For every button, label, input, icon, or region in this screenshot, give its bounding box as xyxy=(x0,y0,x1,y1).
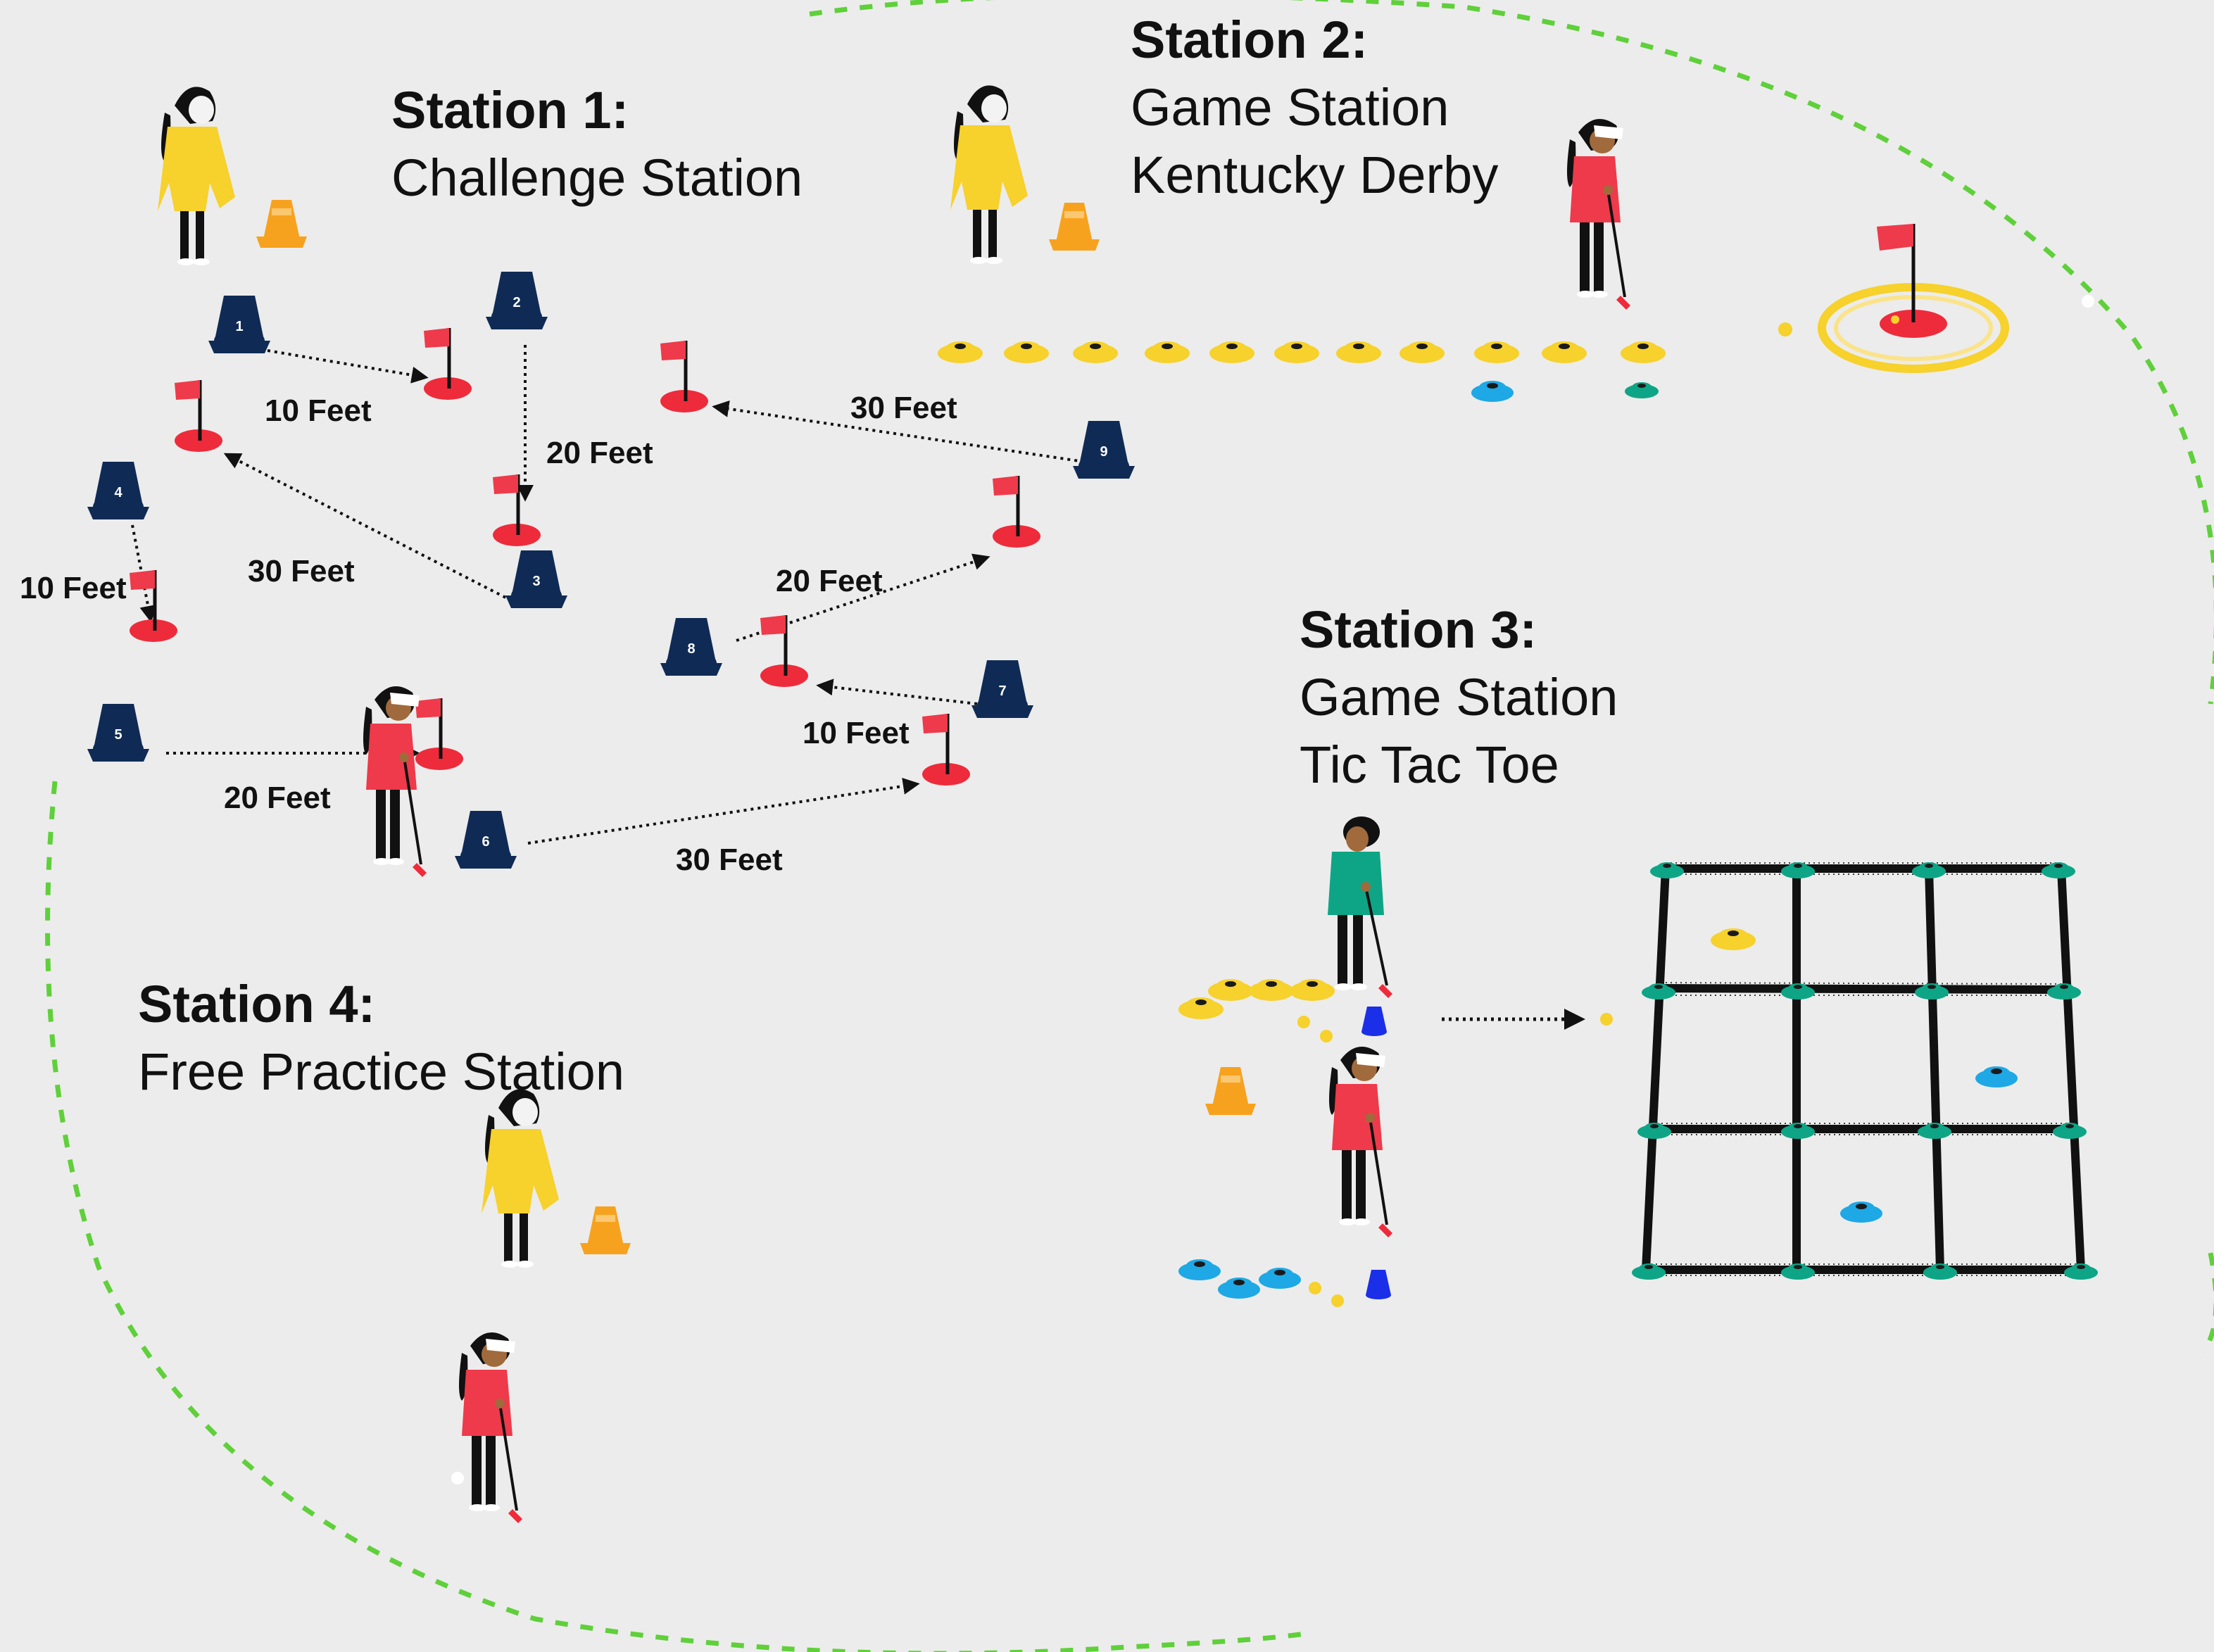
cone-2: 2 xyxy=(486,272,548,329)
station-2-label: Station 2: Game Station Kentucky Derby xyxy=(1131,11,1498,204)
svg-text:3: 3 xyxy=(532,574,540,589)
flag-hole xyxy=(424,328,472,400)
svg-text:5: 5 xyxy=(114,727,122,743)
distance-label: 30 Feet xyxy=(248,554,355,588)
flag-hole xyxy=(993,476,1040,548)
cone-5: 5 xyxy=(87,704,149,762)
svg-text:6: 6 xyxy=(482,834,489,850)
golf-ball xyxy=(2082,295,2094,308)
station-1-label: Station 1: Challenge Station xyxy=(391,81,803,207)
station-2-game-name: Kentucky Derby xyxy=(1131,146,1498,204)
teacher-station-2 xyxy=(950,85,1028,264)
svg-text:4: 4 xyxy=(114,485,122,500)
golf-ball xyxy=(1778,322,1792,336)
station-4-label: Station 4: Free Practice Station xyxy=(138,975,624,1101)
distance-label: 30 Feet xyxy=(676,843,783,877)
station-3-title: Station 3: xyxy=(1300,600,1537,659)
distance-label: 20 Feet xyxy=(224,781,331,815)
flag-hole xyxy=(415,698,463,770)
station-3-game-name: Tic Tac Toe xyxy=(1300,736,1559,794)
golf-ball xyxy=(451,1472,464,1484)
derby-spot-row xyxy=(938,341,1666,363)
blue-spot xyxy=(1840,1202,1882,1223)
cone-8: 8 xyxy=(660,618,722,676)
teacher-station-1 xyxy=(158,87,235,265)
derby-target xyxy=(1822,224,2005,369)
blue-spot xyxy=(1975,1066,2018,1087)
student-putting xyxy=(1328,816,1392,998)
flag-hole xyxy=(493,474,541,546)
cone-4: 4 xyxy=(87,462,149,519)
distance-label: 20 Feet xyxy=(776,564,883,598)
flag-hole xyxy=(175,380,222,452)
station-2-title: Station 2: xyxy=(1131,11,1368,69)
numbered-cones: 1 2 3 4 5 6 7 8 9 xyxy=(87,272,1135,869)
station-4-title: Station 4: xyxy=(138,975,375,1033)
station-3-label: Station 3: Game Station Tic Tac Toe xyxy=(1300,600,1618,794)
golf-ball xyxy=(1600,1013,1613,1026)
station-2-subtitle: Game Station xyxy=(1131,78,1449,137)
station-1-title: Station 1: xyxy=(391,81,629,139)
svg-text:7: 7 xyxy=(998,683,1006,699)
yellow-spot xyxy=(1711,928,1756,950)
student-putting xyxy=(1567,119,1630,310)
distance-label: 10 Feet xyxy=(265,393,372,428)
cone-6: 6 xyxy=(455,811,517,869)
flag-hole xyxy=(660,341,708,412)
tictactoe-grid xyxy=(1632,862,2098,1280)
svg-text:9: 9 xyxy=(1100,444,1107,460)
svg-text:1: 1 xyxy=(235,319,243,334)
orange-cone xyxy=(1205,1067,1256,1115)
student-putting xyxy=(459,1332,522,1523)
station-1-subtitle: Challenge Station xyxy=(391,149,803,207)
station-3-subtitle: Game Station xyxy=(1300,668,1618,726)
distance-label: 10 Feet xyxy=(803,716,910,750)
distance-label: 10 Feet xyxy=(20,571,127,605)
flag-hole xyxy=(760,615,808,687)
cone-3: 3 xyxy=(505,550,567,608)
svg-text:8: 8 xyxy=(687,641,695,657)
teacher-station-4 xyxy=(482,1089,559,1268)
distance-label: 30 Feet xyxy=(850,391,957,425)
blue-spot xyxy=(1471,381,1514,402)
flag-hole xyxy=(922,714,970,786)
cone-1: 1 xyxy=(208,296,270,353)
student-putting xyxy=(1329,1047,1392,1237)
cone-7: 7 xyxy=(971,660,1033,718)
orange-cone xyxy=(580,1206,631,1254)
orange-cone xyxy=(1049,203,1100,251)
flag-hole xyxy=(130,570,177,642)
station-4-subtitle: Free Practice Station xyxy=(138,1042,624,1101)
teal-spot xyxy=(1625,382,1659,398)
orange-cone xyxy=(256,200,307,248)
cone-9: 9 xyxy=(1073,421,1135,479)
svg-text:2: 2 xyxy=(512,295,520,310)
distance-label: 20 Feet xyxy=(546,436,653,470)
